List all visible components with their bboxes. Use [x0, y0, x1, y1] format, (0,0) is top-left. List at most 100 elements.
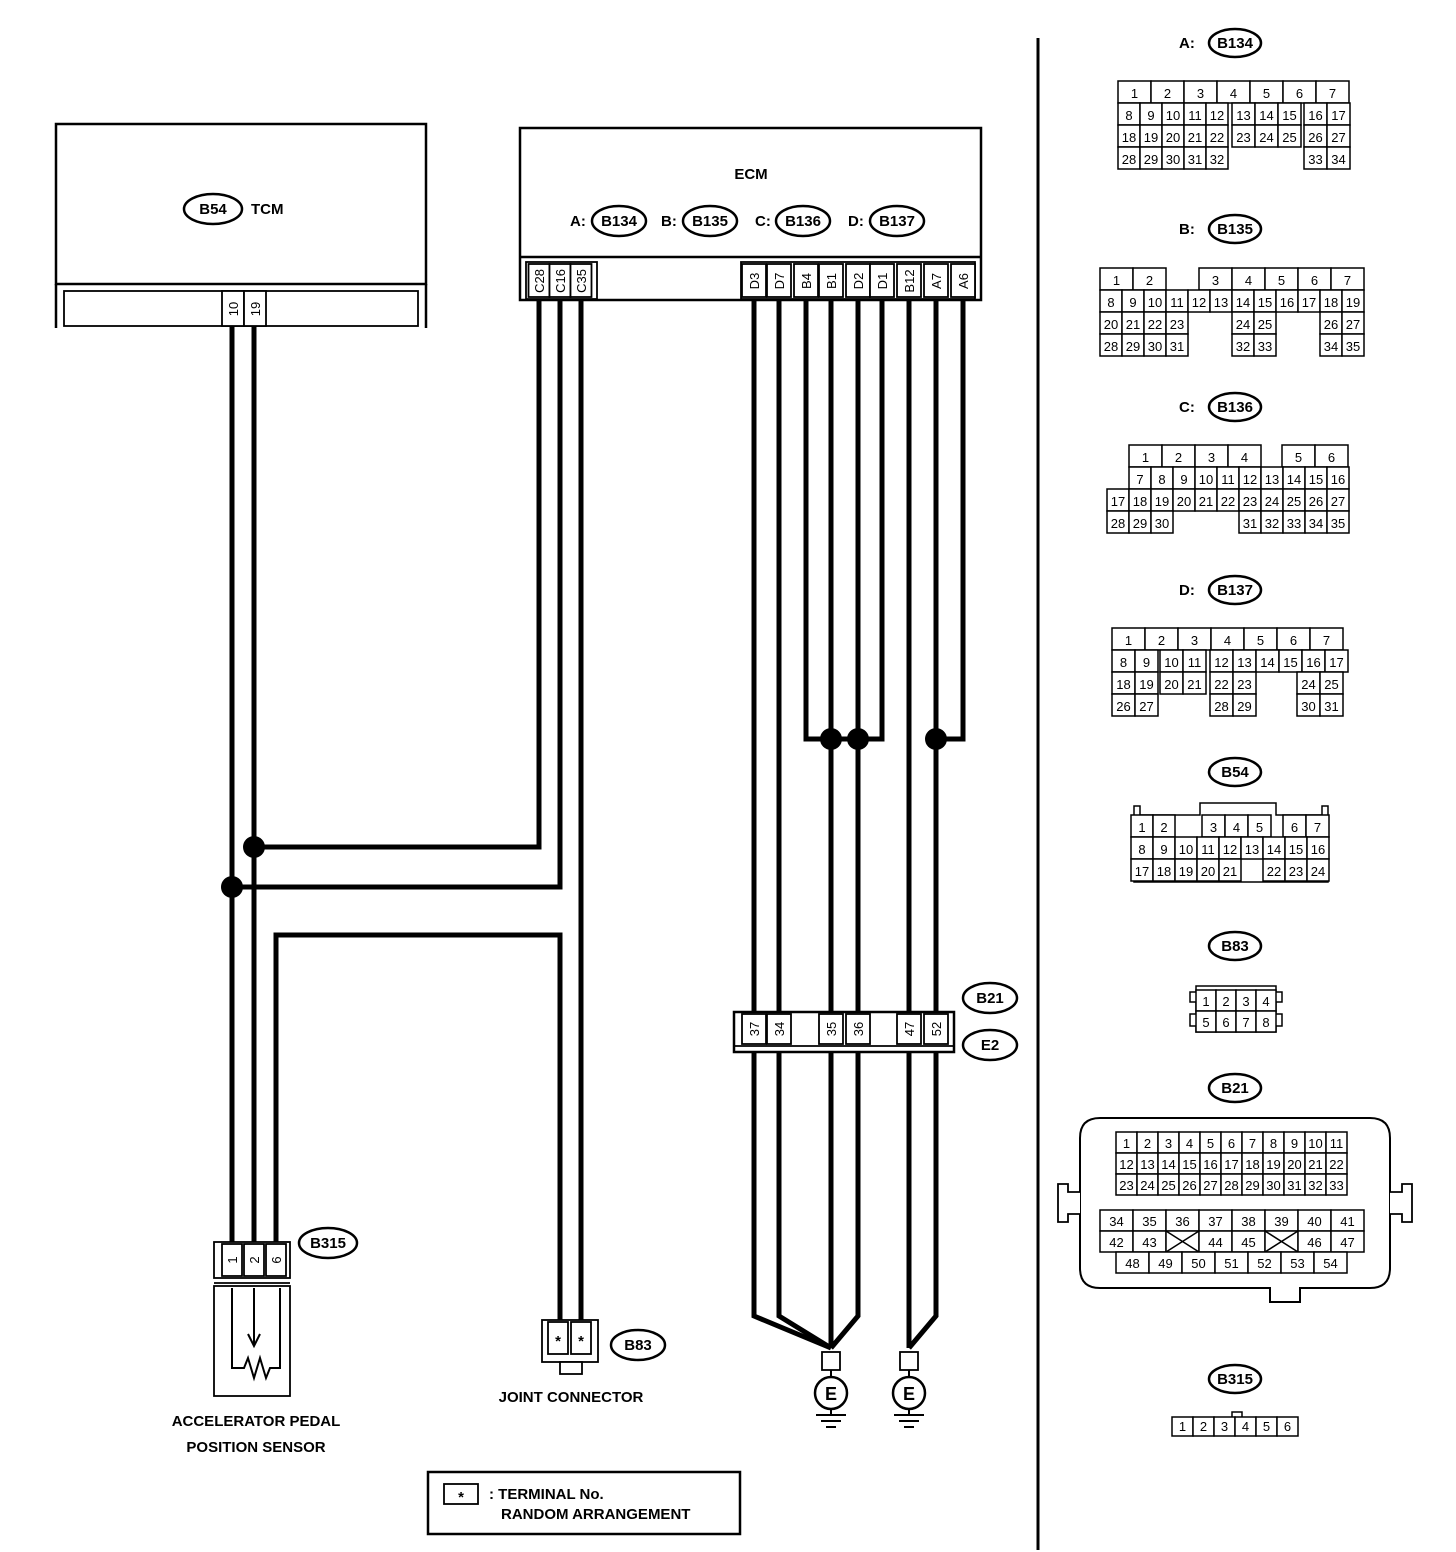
- ecm-terminal-a7: A7: [929, 273, 944, 289]
- b21-pin: 13: [1140, 1157, 1154, 1172]
- c-pin: 16: [1331, 472, 1345, 487]
- b21-pin: 15: [1182, 1157, 1196, 1172]
- a-pin: 3: [1197, 86, 1204, 101]
- b54-pin: 6: [1291, 820, 1298, 835]
- ground-label-1: E: [825, 1384, 837, 1404]
- b21-id: B21: [1221, 1080, 1249, 1097]
- joint-terminal-2: *: [578, 1333, 584, 1350]
- b54-pin: 9: [1160, 842, 1167, 857]
- b21-pin: 12: [1119, 1157, 1133, 1172]
- c-pin: 34: [1309, 516, 1323, 531]
- c-pin: 33: [1287, 516, 1301, 531]
- b21-pin: 37: [1208, 1214, 1222, 1229]
- svg-text:A:: A:: [570, 213, 586, 230]
- wires: [229, 299, 966, 1351]
- b-pin: 3: [1212, 273, 1219, 288]
- b54-pin: 12: [1223, 842, 1237, 857]
- d-pin: 15: [1283, 655, 1297, 670]
- ecm-connector-b: B: B135: [661, 204, 739, 238]
- b21-pin: 33: [1329, 1178, 1343, 1193]
- b21-pin: 22: [1329, 1157, 1343, 1172]
- tcm-connector-tag: B54: [182, 192, 244, 226]
- b54-pin: 24: [1311, 864, 1325, 879]
- b-pin: 29: [1126, 339, 1140, 354]
- splice-points: [221, 728, 947, 898]
- joint-tag: B83: [609, 1328, 667, 1362]
- b54-pin: 15: [1289, 842, 1303, 857]
- b21-pin: 51: [1224, 1256, 1238, 1271]
- tcm-terminal-10: 10: [226, 302, 241, 316]
- b-pin: 11: [1170, 295, 1184, 310]
- e2-tag: E2: [961, 1028, 1019, 1062]
- b-pin: 14: [1236, 295, 1250, 310]
- b21-pin: 7: [1249, 1136, 1256, 1151]
- b54-pin: 11: [1201, 842, 1215, 857]
- d-pin: 16: [1306, 655, 1320, 670]
- d-pin: 22: [1214, 677, 1228, 692]
- b21-pin: 26: [1182, 1178, 1196, 1193]
- svg-text:E2: E2: [981, 1037, 999, 1054]
- joint-label: JOINT CONNECTOR: [499, 1389, 644, 1406]
- d-pin: 17: [1329, 655, 1343, 670]
- d-pin: 27: [1139, 699, 1153, 714]
- svg-text:B135: B135: [692, 213, 728, 230]
- a-pin: 14: [1259, 108, 1273, 123]
- b315-pin: 4: [1242, 1419, 1249, 1434]
- b-pin: 7: [1344, 273, 1351, 288]
- b54-pin: 4: [1233, 820, 1240, 835]
- d-pin: 4: [1224, 633, 1231, 648]
- legend: * : TERMINAL No. RANDOM ARRANGEMENT: [426, 1470, 742, 1536]
- c-pin: 4: [1241, 450, 1248, 465]
- c-pin: 12: [1243, 472, 1257, 487]
- b21-pin: 5: [1207, 1136, 1214, 1151]
- d-pin: 3: [1191, 633, 1198, 648]
- c-pin: 2: [1175, 450, 1182, 465]
- tcm-connector-id: B54: [199, 201, 227, 218]
- d-pin: 6: [1290, 633, 1297, 648]
- c-pinout-title: C:B136: [1179, 391, 1263, 423]
- b54-pin: 8: [1138, 842, 1145, 857]
- b21-pin: 29: [1245, 1178, 1259, 1193]
- a-pin: 8: [1125, 108, 1132, 123]
- b21-pin: 44: [1208, 1235, 1222, 1250]
- b21-pin: 36: [1175, 1214, 1189, 1229]
- sensor-label-line1: ACCELERATOR PEDAL: [172, 1413, 341, 1430]
- b83-pin: 8: [1262, 1015, 1269, 1030]
- c-pin: 25: [1287, 494, 1301, 509]
- c-pin: 27: [1331, 494, 1345, 509]
- a-pin: 11: [1188, 108, 1202, 123]
- b315-pinout-title: B315: [1207, 1363, 1263, 1395]
- b-pin: 15: [1258, 295, 1272, 310]
- b-pin: 35: [1346, 339, 1360, 354]
- svg-text:B83: B83: [624, 1337, 652, 1354]
- c-pin: 24: [1265, 494, 1279, 509]
- d-pin: 28: [1214, 699, 1228, 714]
- b-pin: 34: [1324, 339, 1338, 354]
- b54-pin: 17: [1135, 864, 1149, 879]
- b-pin: 2: [1146, 273, 1153, 288]
- ground-2: E: [891, 1351, 927, 1428]
- d-pin: 5: [1257, 633, 1264, 648]
- d-pin: 10: [1164, 655, 1178, 670]
- legend-symbol: *: [458, 1489, 464, 1506]
- b21-pin: 30: [1266, 1178, 1280, 1193]
- a-pin: 22: [1210, 130, 1224, 145]
- d-pin: 21: [1187, 677, 1201, 692]
- b21-terminal-47: 47: [902, 1022, 917, 1036]
- c-pin: 32: [1265, 516, 1279, 531]
- b21-pin: 45: [1241, 1235, 1255, 1250]
- a-pin: 18: [1122, 130, 1136, 145]
- b83-pin: 4: [1262, 994, 1269, 1009]
- b315-pin: 2: [1200, 1419, 1207, 1434]
- b54-pin: 22: [1267, 864, 1281, 879]
- b21-pin: 27: [1203, 1178, 1217, 1193]
- svg-text:C:: C:: [755, 213, 771, 230]
- a-pin: 24: [1259, 130, 1273, 145]
- b-pin: 22: [1148, 317, 1162, 332]
- b21-tag: B21: [961, 981, 1019, 1015]
